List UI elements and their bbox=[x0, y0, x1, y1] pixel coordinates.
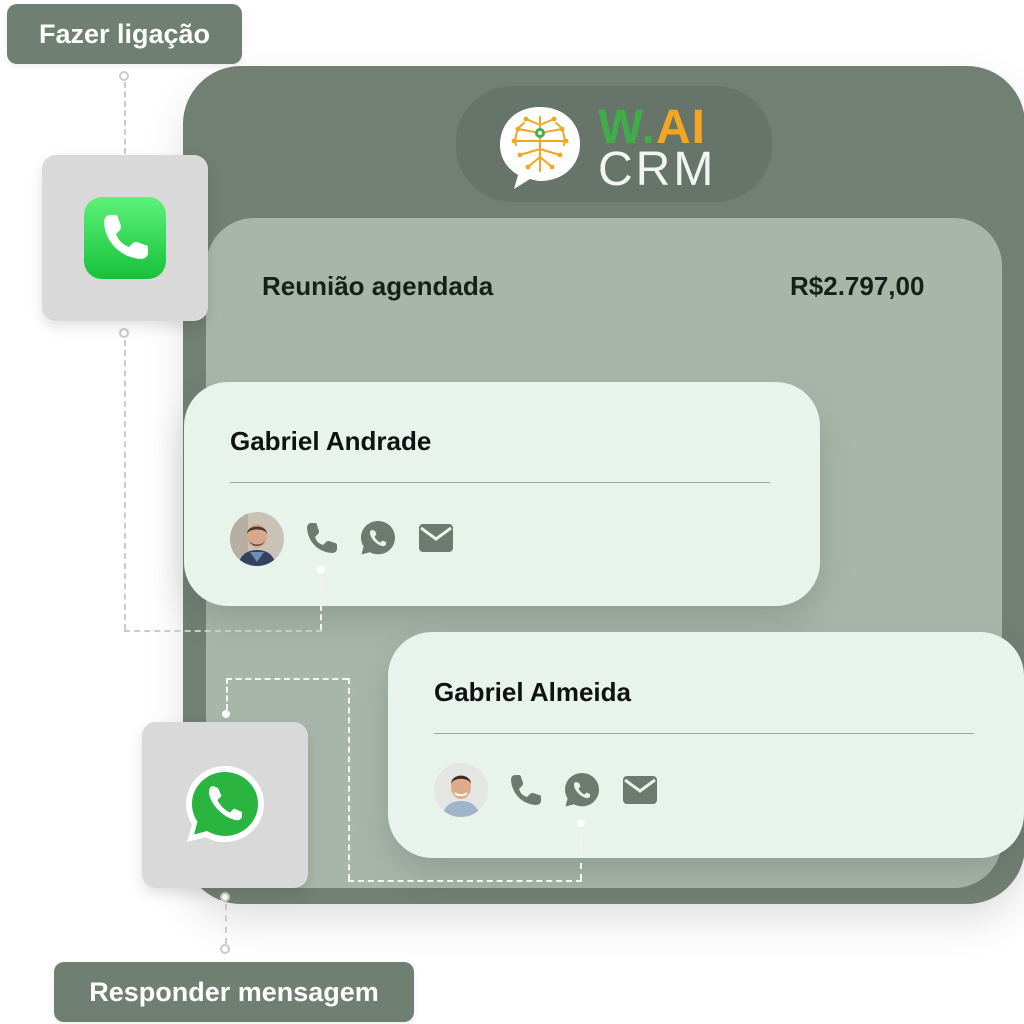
card-divider bbox=[230, 482, 770, 483]
deal-value: R$2.797,00 bbox=[790, 271, 925, 301]
connector-line bbox=[124, 340, 126, 630]
phone-app-tile[interactable] bbox=[42, 155, 208, 321]
avatar[interactable] bbox=[230, 512, 284, 566]
brain-chat-icon bbox=[500, 107, 580, 189]
logo-brand-wai: W.AI bbox=[598, 104, 706, 152]
connector-dot bbox=[119, 328, 129, 338]
phone-icon[interactable] bbox=[302, 518, 342, 558]
deal-stage-title: Reunião agendada bbox=[262, 271, 494, 301]
connector-line bbox=[348, 678, 350, 880]
email-icon[interactable] bbox=[416, 518, 456, 558]
avatar[interactable] bbox=[434, 763, 488, 817]
contact-card[interactable] bbox=[184, 382, 820, 606]
connector-dot bbox=[119, 71, 129, 81]
connector-line bbox=[226, 678, 348, 680]
connector-line bbox=[225, 904, 227, 944]
connector-line bbox=[124, 82, 126, 154]
connector-line bbox=[226, 678, 228, 710]
whatsapp-app-tile[interactable] bbox=[142, 722, 308, 888]
phone-icon[interactable] bbox=[506, 770, 546, 810]
connector-dot bbox=[222, 710, 230, 718]
connector-line bbox=[580, 830, 582, 880]
connector-dot bbox=[220, 892, 230, 902]
phone-app-icon bbox=[84, 197, 166, 279]
whatsapp-icon[interactable] bbox=[358, 518, 398, 558]
connector-dot bbox=[317, 566, 325, 574]
callout-reply-message: Responder mensagem bbox=[54, 962, 414, 1022]
logo-brand-crm: CRM bbox=[598, 143, 717, 196]
card-divider bbox=[434, 733, 974, 734]
connector-line bbox=[124, 630, 322, 632]
whatsapp-app-icon bbox=[186, 766, 264, 842]
connector-dot bbox=[220, 944, 230, 954]
email-icon[interactable] bbox=[620, 770, 660, 810]
connector-dot bbox=[577, 819, 585, 827]
connector-line bbox=[348, 880, 582, 882]
logo-ai-text: AI bbox=[656, 101, 706, 154]
logo-w-text: W. bbox=[598, 101, 656, 154]
callout-make-call: Fazer ligação bbox=[7, 4, 242, 64]
contact-name: Gabriel Almeida bbox=[434, 677, 631, 707]
connector-line bbox=[320, 576, 322, 630]
whatsapp-icon[interactable] bbox=[562, 770, 602, 810]
contact-card[interactable] bbox=[388, 632, 1024, 858]
contact-name: Gabriel Andrade bbox=[230, 426, 432, 456]
